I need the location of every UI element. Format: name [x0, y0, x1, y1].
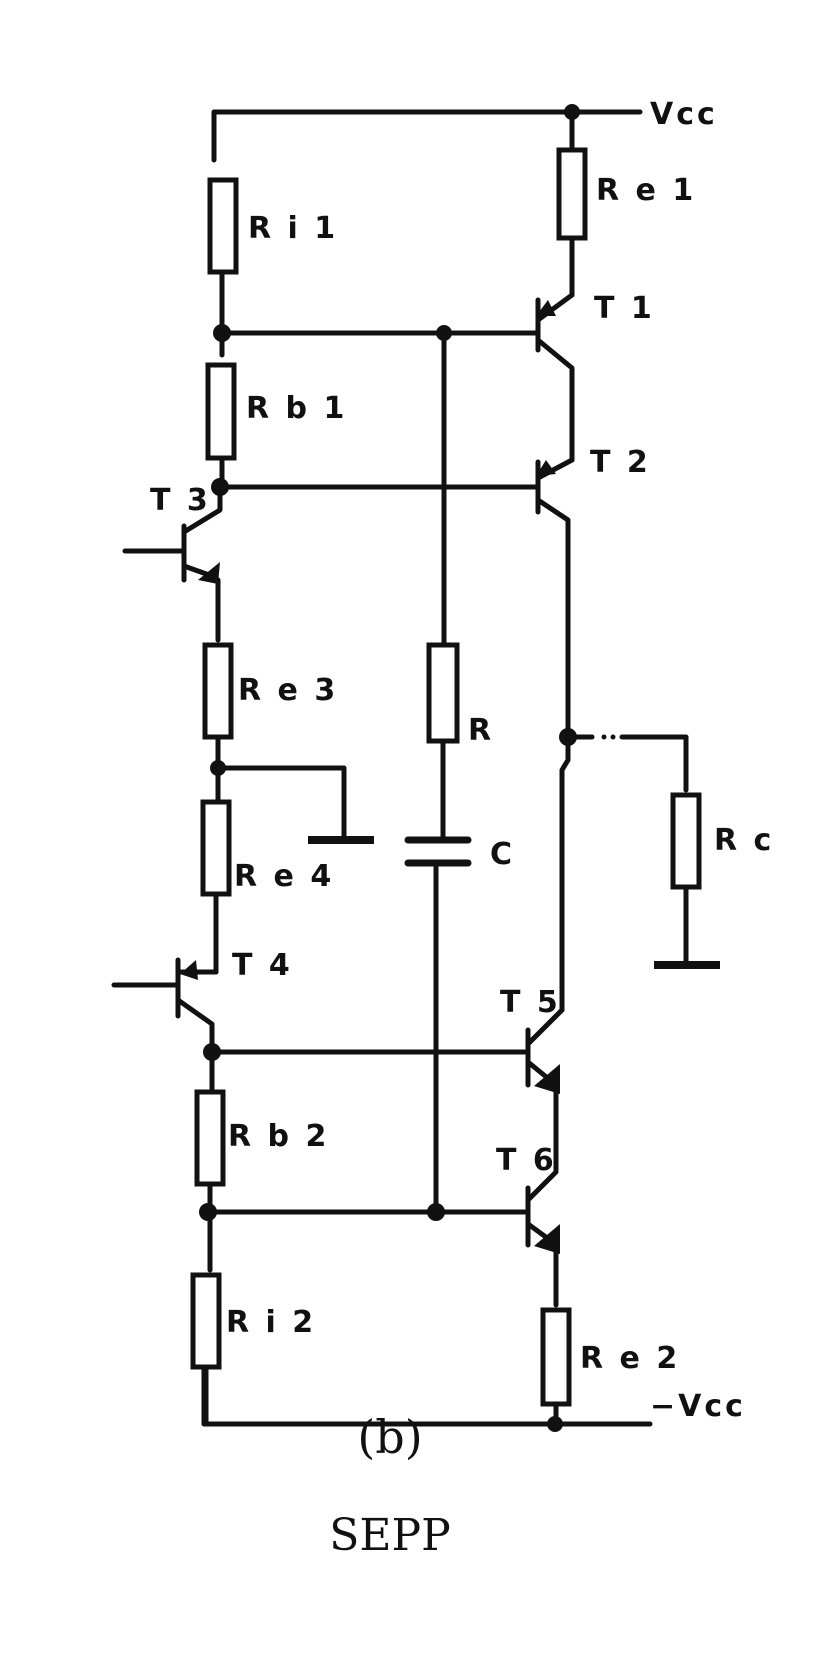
transistor-t3	[122, 484, 223, 643]
label-r: R	[468, 713, 494, 748]
label-rc: R c	[714, 823, 774, 858]
label-c: C	[490, 837, 515, 872]
resistor-re1	[556, 147, 588, 241]
label-t1: T 1	[594, 291, 655, 326]
resistor-rb2	[194, 1089, 226, 1187]
resistor-re2	[540, 1307, 572, 1407]
label-ri1: R i 1	[248, 211, 338, 246]
capacitor-c	[404, 836, 472, 867]
label-vcc: Vcc	[650, 97, 718, 132]
label-t6: T 6	[496, 1143, 557, 1178]
transistor-t1	[535, 292, 575, 463]
label-ri2: R i 2	[226, 1305, 316, 1340]
transistor-t5	[525, 1007, 565, 1173]
transistor-t2	[535, 457, 575, 738]
transistor-t6	[525, 1169, 560, 1308]
figure-title: SEPP	[329, 1510, 451, 1561]
output-node	[559, 728, 689, 1013]
label-re1: R e 1	[596, 173, 696, 208]
resistor-ri1	[207, 177, 239, 275]
resistor-rb1	[205, 362, 237, 461]
resistor-ri2	[190, 1272, 222, 1370]
figure-label: (b)	[357, 1410, 423, 1464]
label-rb1: R b 1	[246, 391, 347, 426]
transistor-t4	[111, 957, 219, 1053]
label-t2: T 2	[590, 445, 651, 480]
label-re4: R e 4	[234, 859, 334, 894]
resistor-rc	[670, 792, 702, 890]
label-rb2: R b 2	[228, 1119, 329, 1154]
label-t5: T 5	[500, 985, 561, 1020]
wire-re3-ground	[215, 765, 347, 843]
label-t4: T 4	[232, 948, 293, 983]
resistor-re4	[200, 799, 232, 897]
resistor-re3	[202, 642, 234, 740]
label-neg-vcc: −Vcc	[650, 1389, 746, 1424]
label-t3: T 3	[150, 483, 211, 518]
resistor-r	[426, 642, 460, 744]
label-re3: R e 3	[238, 673, 338, 708]
label-re2: R e 2	[580, 1341, 680, 1376]
